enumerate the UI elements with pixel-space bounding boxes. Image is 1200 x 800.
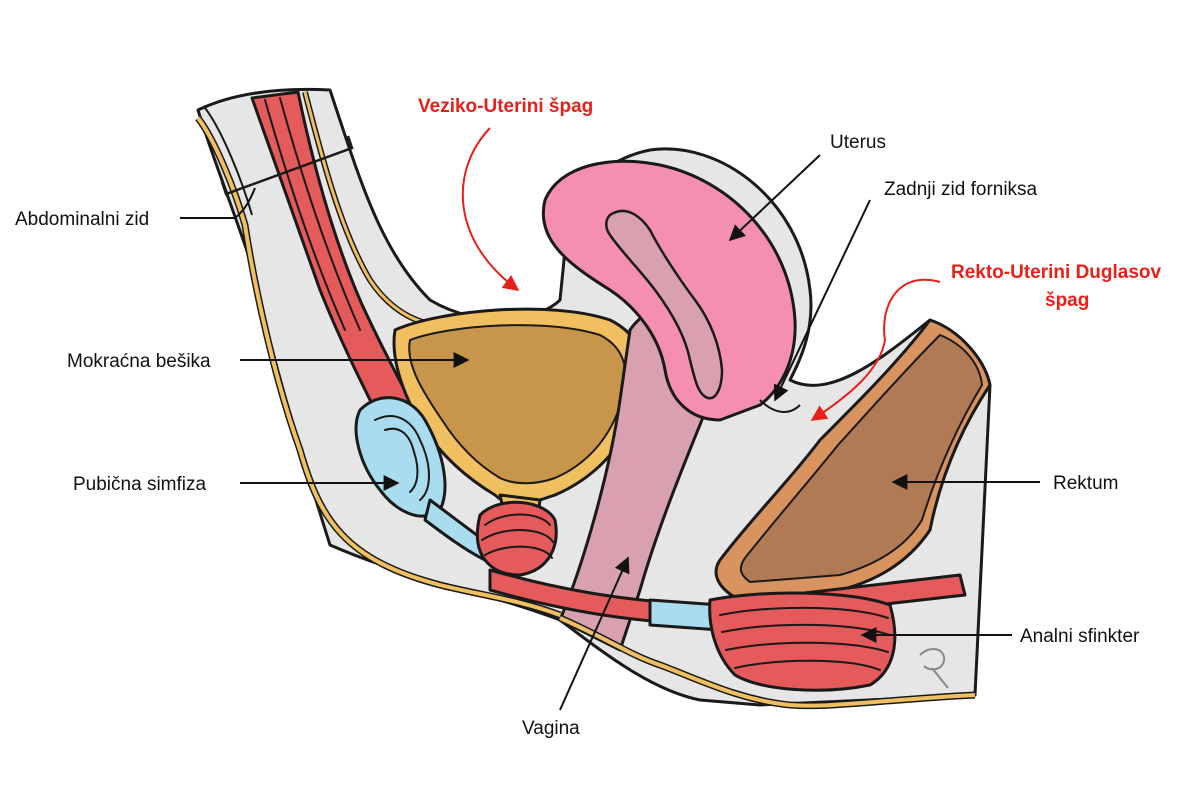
label-anal-sphincter: Analni sfinkter (1020, 626, 1140, 647)
leader-uterus (728, 154, 821, 242)
label-abdominal-wall: Abdominalni zid (15, 209, 149, 230)
anal-sphincter-shape (708, 591, 897, 692)
label-rectum: Rektum (1053, 473, 1118, 494)
label-recto-uterine-line2: špag (1045, 290, 1089, 311)
leader-vagina (559, 556, 630, 711)
label-uterus: Uterus (830, 132, 886, 153)
perineum-skin (558, 614, 976, 710)
leader-vesico-uterine (461, 127, 520, 291)
label-recto-uterine-line1: Rekto-Uterini Duglasov (951, 262, 1162, 283)
labels: Abdominalni zid Mokraćna bešika Pubična … (15, 96, 1162, 739)
label-vagina: Vagina (522, 718, 580, 739)
leader-lines (180, 127, 1040, 711)
pubic-symphysis (354, 396, 492, 562)
label-vesico-uterine: Veziko-Uterini špag (418, 96, 593, 117)
label-pubic-symphysis: Pubična simfiza (73, 474, 206, 495)
label-posterior-fornix: Zadnji zid forniksa (884, 179, 1038, 200)
label-bladder: Mokraćna bešika (67, 351, 211, 372)
abdominal-wall-bracket (220, 135, 354, 196)
artist-monogram (919, 648, 949, 689)
rectum (714, 318, 992, 602)
leader-abdominal-wall (180, 187, 256, 219)
leader-posterior-fornix (773, 199, 871, 402)
urethral-sphincter (475, 500, 558, 577)
leader-recto-uterine (810, 278, 941, 421)
